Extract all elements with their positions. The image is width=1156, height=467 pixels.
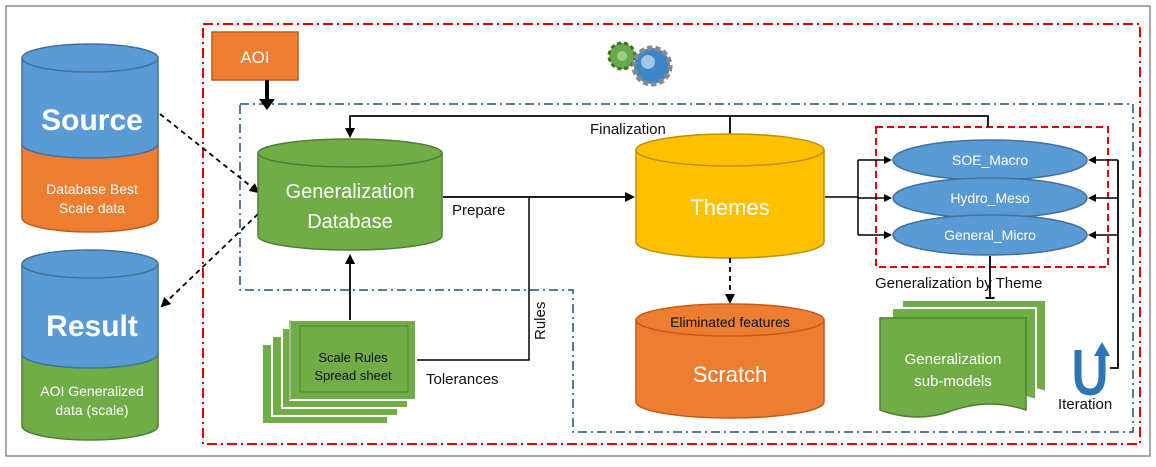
finalization-label: Finalization bbox=[590, 121, 666, 138]
themes-database: Themes bbox=[635, 133, 825, 259]
scale-rules-spreadsheet: Scale Rules Spread sheet bbox=[261, 319, 417, 425]
submodels-finalization-line bbox=[730, 115, 989, 127]
gendb-to-result-arrow bbox=[160, 213, 259, 308]
prepare-label: Prepare bbox=[452, 202, 505, 219]
theme-item-hydro-meso: Hydro_Meso bbox=[892, 177, 1088, 219]
result-subtitle-line2: data (scale) bbox=[55, 402, 128, 418]
result-database: Result AOI Generalized data (scale) bbox=[21, 249, 159, 441]
gendb-line1: Generalization bbox=[286, 181, 415, 203]
rules-sheet-line2: Spread sheet bbox=[314, 368, 392, 383]
rules-label: Rules bbox=[532, 302, 549, 340]
gendb-line2: Database bbox=[307, 211, 393, 233]
result-title: Result bbox=[46, 310, 138, 343]
rules-sheet-line1: Scale Rules bbox=[318, 350, 388, 365]
rules-tolerances-line bbox=[410, 197, 530, 361]
scratch-top-label: Eliminated features bbox=[670, 314, 790, 330]
iteration-icon bbox=[1074, 342, 1110, 396]
tolerances-label: Tolerances bbox=[426, 371, 499, 388]
source-database: Source Database Best Scale data bbox=[21, 43, 159, 233]
themes-label: Themes bbox=[690, 195, 769, 220]
generalization-database: Generalization Database bbox=[257, 138, 443, 251]
scratch-database: Eliminated features Scratch bbox=[635, 303, 825, 419]
iteration-feedback-line bbox=[1110, 160, 1119, 369]
source-subtitle-line1: Database Best bbox=[46, 181, 138, 197]
outer-frame bbox=[5, 5, 1151, 457]
theme-item-0-label: SOE_Macro bbox=[952, 152, 1028, 168]
theme-item-soe-macro: SOE_Macro bbox=[892, 139, 1088, 181]
theme-item-2-label: General_Micro bbox=[944, 227, 1036, 243]
theme-item-general-micro: General_Micro bbox=[892, 214, 1088, 256]
generalization-submodels: Generalization sub-models bbox=[879, 299, 1047, 418]
source-title: Source bbox=[41, 104, 143, 137]
process-boundary bbox=[202, 23, 1141, 445]
scratch-label: Scratch bbox=[693, 362, 768, 387]
aoi-label: AOI bbox=[240, 48, 269, 67]
aoi-box: AOI bbox=[211, 31, 299, 81]
generalization-boundary bbox=[239, 103, 1134, 433]
theme-items-boundary bbox=[875, 126, 1109, 268]
gears-icon bbox=[607, 41, 673, 87]
theme-item-1-label: Hydro_Meso bbox=[950, 190, 1030, 206]
iteration-label: Iteration bbox=[1058, 396, 1112, 413]
submodels-line2: sub-models bbox=[914, 373, 992, 390]
source-to-gendb-arrow bbox=[159, 113, 260, 194]
generalization-by-theme-label: Generalization by Theme bbox=[875, 275, 1042, 292]
submodels-line1: Generalization bbox=[905, 351, 1002, 368]
finalization-arrow bbox=[345, 115, 731, 138]
source-subtitle-line2: Scale data bbox=[59, 200, 125, 216]
result-subtitle-line1: AOI Generalized bbox=[40, 383, 144, 399]
